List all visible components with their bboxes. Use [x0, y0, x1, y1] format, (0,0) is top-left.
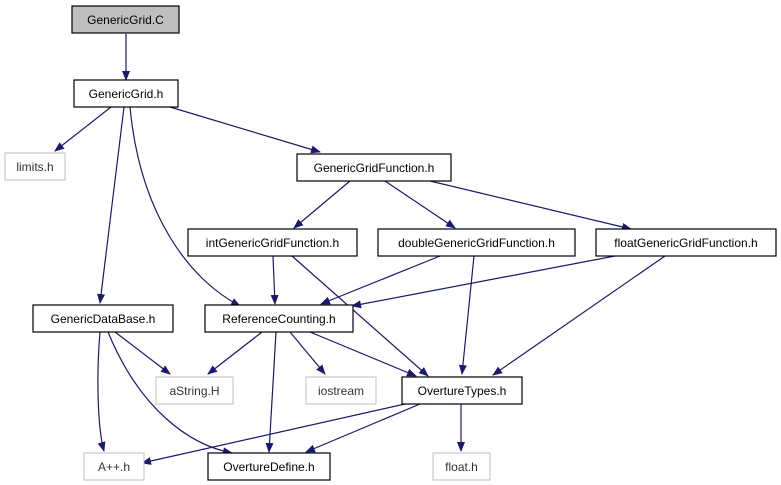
edge-referencecounting-h-to-overturedefine-h: [265, 331, 277, 453]
node-label: OvertureDefine.h: [223, 460, 314, 474]
node-overturetypes-h[interactable]: OvertureTypes.h: [401, 376, 523, 405]
node-label: ReferenceCounting.h: [222, 312, 335, 326]
node-astring-h[interactable]: aString.H: [155, 376, 234, 405]
node-label: OvertureTypes.h: [418, 384, 507, 398]
edge-genericgridfunction-h-to-doublegenericgridfunction-h: [384, 180, 456, 229]
edge-intgenericgridfunction-h-to-overturetypes-h: [291, 255, 429, 377]
edge-floatgenericgridfunction-h-to-referencecounting-h: [351, 255, 616, 309]
edge-floatgenericgridfunction-h-to-overturetypes-h: [492, 255, 666, 376]
edge-genericgrid-h-to-referencecounting-h: [129, 106, 241, 307]
node-doublegenericgridfunction-h[interactable]: doubleGenericGridFunction.h: [377, 228, 576, 257]
node-genericdatabase-h[interactable]: GenericDataBase.h: [32, 304, 174, 333]
node-label: intGenericGridFunction.h: [206, 236, 339, 250]
edge-genericgrid-h-to-genericgridfunction-h: [169, 106, 321, 154]
node-genericgrid-c[interactable]: GenericGrid.C: [71, 5, 180, 34]
node-label: doubleGenericGridFunction.h: [398, 236, 555, 250]
edge-intgenericgridfunction-h-to-referencecounting-h: [270, 255, 279, 305]
node-label: A++.h: [98, 460, 130, 474]
edge-referencecounting-h-to-astring-h: [207, 331, 263, 375]
edge-overturetypes-h-to-overturedefine-h: [305, 403, 421, 453]
node-floatgenericgridfunction-h[interactable]: floatGenericGridFunction.h: [595, 228, 777, 257]
node-float-h[interactable]: float.h: [432, 452, 491, 481]
edge-doublegenericgridfunction-h-to-referencecounting-h: [320, 255, 441, 305]
edge-genericgridfunction-h-to-floatgenericgridfunction-h: [429, 180, 632, 231]
edge-genericdatabase-h-to-astring-h: [114, 331, 171, 375]
node-label: iostream: [318, 384, 364, 398]
edge-layer: [54, 34, 666, 465]
edge-genericgrid-h-to-limits-h: [54, 106, 112, 152]
node-intgenericgridfunction-h[interactable]: intGenericGridFunction.h: [187, 228, 358, 257]
node-label: limits.h: [16, 160, 53, 174]
node-overturedefine-h[interactable]: OvertureDefine.h: [207, 452, 331, 481]
node-label: GenericDataBase.h: [51, 312, 156, 326]
edge-overturetypes-h-to-app-h: [141, 403, 406, 465]
edge-genericgridfunction-h-to-intgenericgridfunction-h: [293, 180, 351, 229]
edge-genericdatabase-h-to-app-h: [97, 331, 106, 452]
node-layer: GenericGrid.C GenericGrid.h limits.h Gen…: [4, 5, 777, 481]
node-label: GenericGrid.C: [87, 13, 164, 27]
node-limits-h[interactable]: limits.h: [4, 152, 66, 181]
node-iostream[interactable]: iostream: [305, 376, 377, 405]
edge-genericdatabase-h-to-overturedefine-h: [107, 331, 233, 456]
node-label: float.h: [445, 460, 478, 474]
node-referencecounting-h[interactable]: ReferenceCounting.h: [204, 304, 354, 333]
edge-referencecounting-h-to-overturetypes-h: [309, 331, 417, 377]
edge-genericgrid-h-to-genericdatabase-h: [97, 106, 125, 304]
edge-referencecounting-h-to-iostream: [289, 331, 326, 375]
node-genericgrid-h[interactable]: GenericGrid.h: [73, 79, 179, 108]
node-label: aString.H: [169, 384, 219, 398]
edge-doublegenericgridfunction-h-to-overturetypes-h: [458, 255, 475, 375]
node-genericgridfunction-h[interactable]: GenericGridFunction.h: [296, 153, 452, 182]
node-label: floatGenericGridFunction.h: [614, 236, 757, 250]
node-label: GenericGrid.h: [89, 87, 164, 101]
node-label: GenericGridFunction.h: [314, 161, 435, 175]
node-app-h[interactable]: A++.h: [83, 452, 145, 481]
